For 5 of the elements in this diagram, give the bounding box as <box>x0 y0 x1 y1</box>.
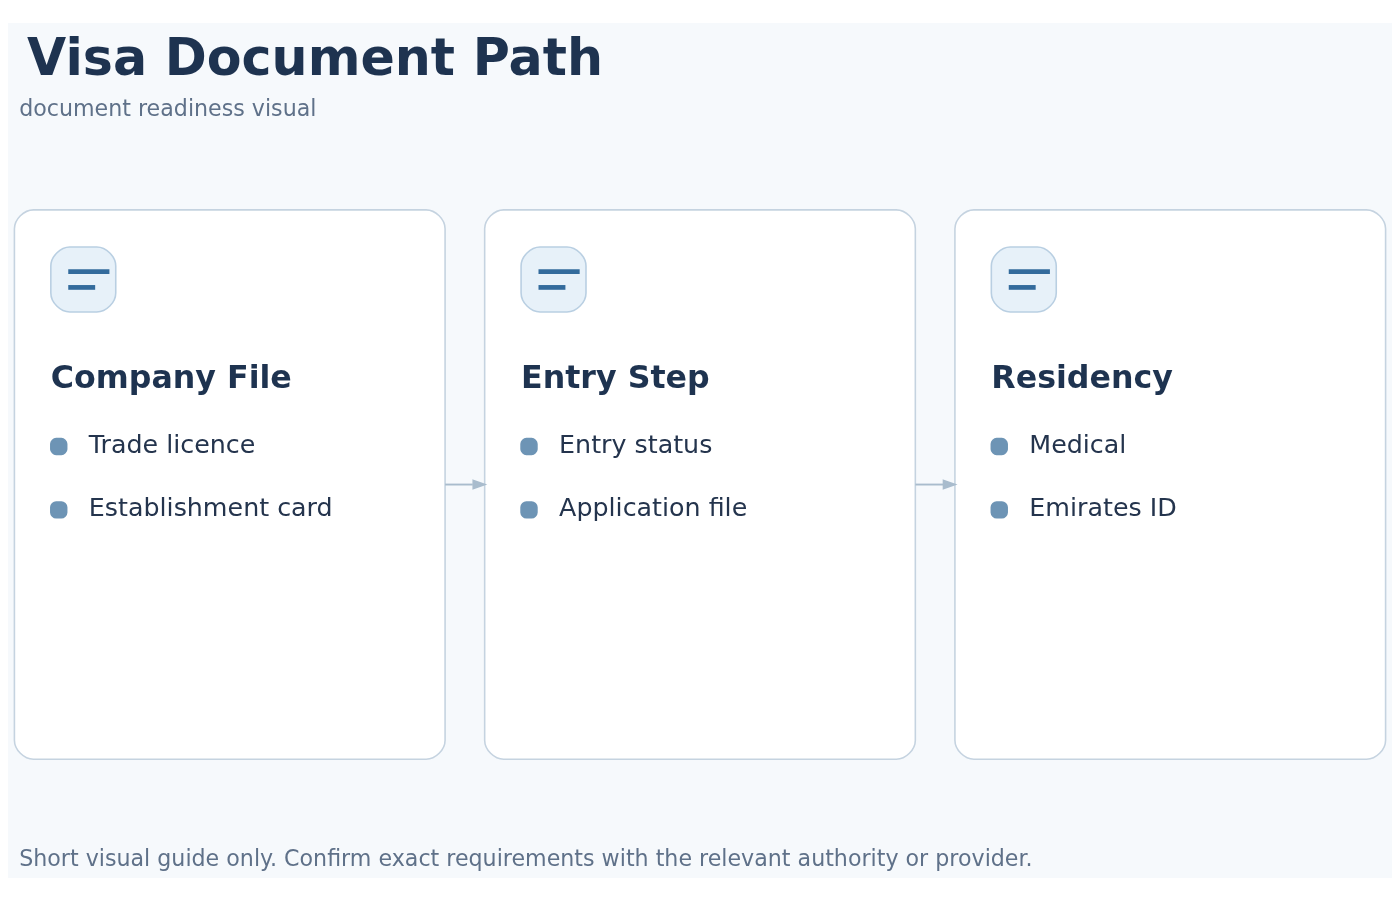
arrow <box>914 478 958 490</box>
label: Short visual guide only. Confirm exact requirements with the relevant authority or provider. <box>19 844 1033 871</box>
arrow <box>444 478 488 490</box>
diagram-title: Visa Document Path <box>27 27 603 87</box>
label: document readiness visual <box>19 94 317 121</box>
